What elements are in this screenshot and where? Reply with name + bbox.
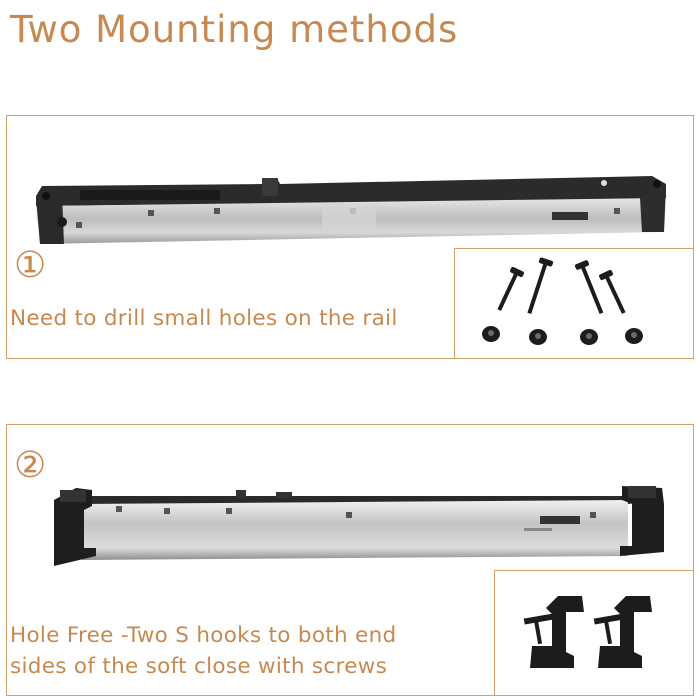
method-2-number: ② (14, 445, 47, 486)
method-1-panel (6, 115, 694, 359)
method-2-caption-line-2: sides of the soft close with screws (10, 654, 388, 679)
method-2-panel (6, 424, 694, 696)
page-title: Two Mounting methods (10, 8, 459, 51)
screws-inset (454, 248, 694, 359)
s-hooks-inset (494, 570, 694, 696)
method-1-number: ① (14, 245, 47, 286)
method-1-caption: Need to drill small holes on the rail (10, 306, 398, 331)
method-2-caption-line-1: Hole Free -Two S hooks to both end (10, 623, 397, 648)
